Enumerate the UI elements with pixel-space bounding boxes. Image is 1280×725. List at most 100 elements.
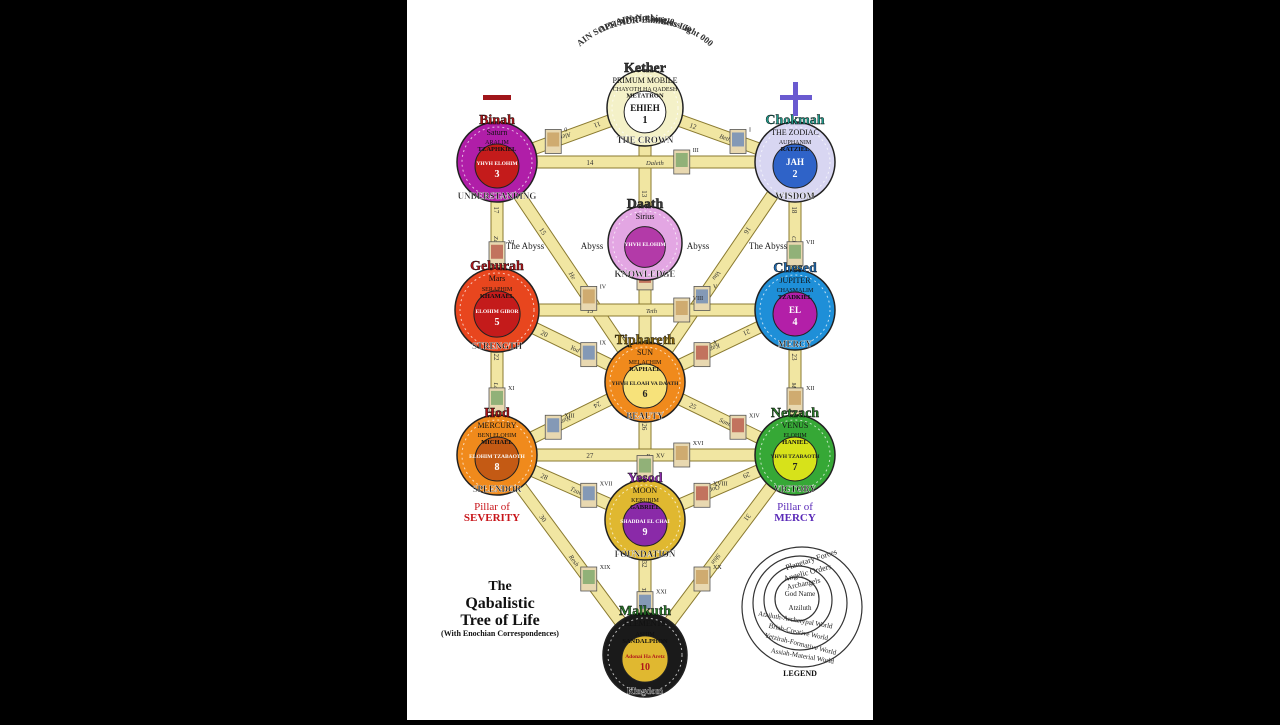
sephirah-title: MERCY <box>778 339 812 349</box>
sephirah-archangel: HANIEL <box>782 439 808 446</box>
abyss-label-4: The Abyss <box>749 241 788 251</box>
path-binah-chokmah: 14 Daleth <box>497 156 795 168</box>
sephirah-number: 4 <box>793 317 798 328</box>
sephirah-number: 10 <box>640 662 650 673</box>
tarot-numeral: I <box>749 127 751 133</box>
sephirah-name: Tiphareth <box>615 333 675 348</box>
sephirah-number: 9 <box>643 527 648 538</box>
sephirah-godname: EL <box>789 305 801 315</box>
sephirah-godname: ELOHIM TZABAOTH <box>469 454 525 460</box>
left-letterbox <box>0 0 407 720</box>
tarot-numeral: XVI <box>693 441 704 447</box>
title-line-2: Qabalistic <box>465 595 534 612</box>
tarot-numeral: XXI <box>656 590 667 596</box>
sephirah-archangel: RATZIEL <box>781 146 810 153</box>
abyss-label-3: Abyss <box>687 241 710 251</box>
right-letterbox <box>873 0 1280 720</box>
pillar-of-mercy: Pillar of MERCY <box>774 501 816 524</box>
path-number: 32 <box>640 561 648 569</box>
sephirah-number: 6 <box>643 389 648 400</box>
sephirah-title: BEAUTY <box>626 411 664 421</box>
sephirah-archangel: SANDALPHON <box>622 638 668 645</box>
path-letter: Teth <box>646 308 657 315</box>
sephirah-planet: MOON <box>633 486 658 495</box>
tarot-numeral: III <box>693 148 699 154</box>
sephirah-order: ASHIM <box>635 632 655 638</box>
sephirah-title: Kingdom <box>627 686 664 696</box>
sephirah-number: 2 <box>793 169 798 180</box>
sephirah-number: 5 <box>495 317 500 328</box>
title-line-1: The <box>488 579 511 594</box>
tarot-numeral: XV <box>656 454 665 460</box>
sephirah-title: KNOWLEDGE <box>614 269 675 279</box>
sephirah-title: WISDOM <box>775 191 815 201</box>
sephirah-archangel: RAPHAEL <box>629 366 661 373</box>
sephirah-godname: SHADDAI EL CHAI <box>620 519 670 525</box>
sephirah-godname: JAH <box>786 157 804 167</box>
path-number: 18 <box>790 206 798 214</box>
sephirah-planet: SUN <box>637 348 653 357</box>
sephirah-title: THE CROWN <box>617 135 674 145</box>
sephirah-title: FOUNDATION <box>615 549 676 559</box>
sephirah-planet: Sirius <box>636 212 655 221</box>
title-line-3: Tree of Life <box>460 612 539 629</box>
sephirah-planet: PRIMUM MOBILE <box>612 76 677 85</box>
path-letter: Daleth <box>645 160 664 167</box>
sephirah-godname: YHVH ELOHIM <box>476 161 518 167</box>
legend-center: Atziluth <box>789 604 812 612</box>
sephirah-number: 8 <box>495 462 500 473</box>
sephirah-name: Binah <box>479 113 515 128</box>
legend-ring-4: God Name <box>785 590 816 598</box>
tarot-numeral: VIII <box>693 296 703 302</box>
sephirah-planet: ELEMENTS <box>624 619 666 628</box>
pillar-right-line2: MERCY <box>774 512 816 524</box>
sephirah-order: SERAPHIM <box>482 287 513 293</box>
tarot-numeral: XIV <box>749 413 760 419</box>
sephirah-name: Yesod <box>627 471 662 486</box>
abyss-label-1: The Abyss <box>506 241 545 251</box>
tarot-numeral: X <box>713 341 718 347</box>
sephirah-name: Geburah <box>470 259 524 274</box>
abyss-label-2: Abyss <box>581 241 604 251</box>
sephirah-archangel: GABRIEL <box>630 504 661 511</box>
tarot-numeral: V <box>713 284 718 290</box>
tarot-numeral: IX <box>600 341 607 347</box>
tarot-numeral: 0 <box>564 127 567 133</box>
sephirah-title: VICTORY <box>774 484 817 494</box>
pillar-left-line2: SEVERITY <box>464 512 520 524</box>
tarot-numeral: IV <box>600 284 607 290</box>
sephirah-title: SPLENDOR <box>472 484 522 494</box>
path-number: 17 <box>492 206 500 214</box>
sephirah-godname: YHVH ELOAH VA DAATH <box>612 381 679 387</box>
tarot-numeral: XIX <box>600 565 611 571</box>
path-number: 26 <box>640 423 648 431</box>
sephirah-planet: THE ZODIAC <box>771 128 819 137</box>
sephirah-name: Daath <box>627 197 664 212</box>
tarot-numeral: XI <box>508 386 514 392</box>
sephirah-planet: MERCURY <box>477 421 516 430</box>
saturn-symbol <box>483 95 511 100</box>
path-number: 27 <box>586 452 594 460</box>
sephirah-archangel: TZAPHKIEL <box>478 146 517 153</box>
path-number: 23 <box>790 354 798 362</box>
legend-label: LEGEND <box>783 669 817 678</box>
path-number: 14 <box>586 159 594 167</box>
tarot-numeral: XVII <box>600 481 613 487</box>
sephirah-planet: Mars <box>489 274 505 283</box>
sephirah-title: UNDERSTANDING <box>458 191 537 201</box>
sephirah-archangel: KHAMAEL <box>480 293 515 300</box>
sephirah-number: 1 <box>643 115 648 126</box>
sephirah-number: 3 <box>495 169 500 180</box>
sephirah-godname: Adonai Ha Aretz <box>625 654 665 660</box>
sephirah-number: 7 <box>793 462 798 473</box>
sephirah-name: Kether <box>624 61 666 76</box>
sephirah-godname: ELOHIM GIBOR <box>476 309 520 315</box>
sephirah-name: Chesed <box>773 261 817 276</box>
sephirah-godname: YHVH ELOHIM <box>624 242 666 248</box>
tarot-numeral: VII <box>806 240 814 246</box>
tarot-numeral: XX <box>713 565 722 571</box>
sephirah-name: Netzach <box>771 406 819 421</box>
